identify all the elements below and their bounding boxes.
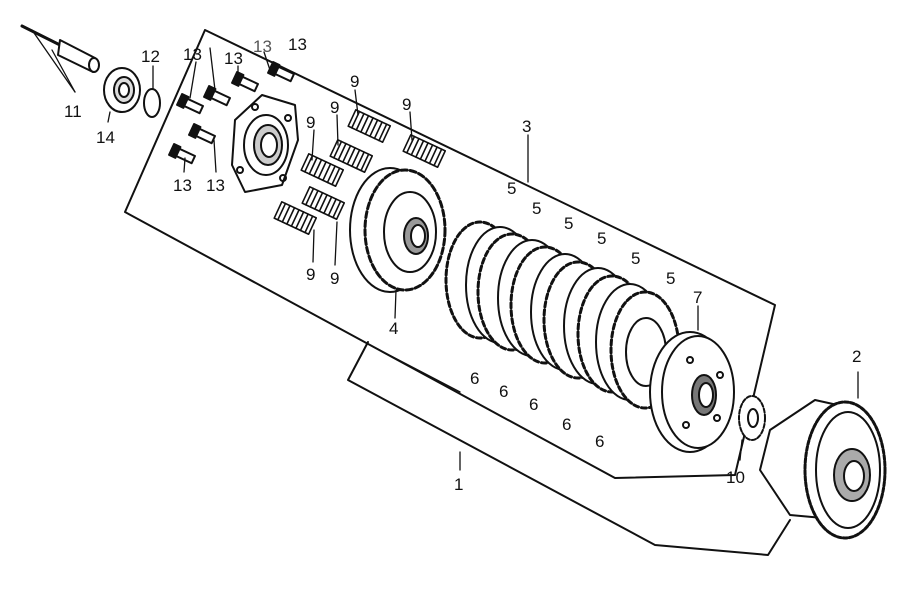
callout-7: 7 bbox=[693, 288, 702, 307]
clutch-center-hub-part bbox=[349, 167, 447, 293]
callout-13b: 13 bbox=[224, 49, 243, 68]
bracket-assembly-3 bbox=[124, 29, 776, 479]
callout-9d: 9 bbox=[306, 113, 315, 132]
pressure-disc-part bbox=[649, 331, 735, 453]
callout-13c: 13 bbox=[253, 37, 272, 56]
springs-part bbox=[273, 109, 447, 236]
lock-washer-part bbox=[738, 395, 766, 461]
callout-9e: 9 bbox=[306, 265, 315, 284]
callout-14: 14 bbox=[96, 128, 115, 147]
friction-plates-part bbox=[444, 220, 681, 410]
callout-6e: 6 bbox=[595, 432, 604, 451]
callout-13e: 13 bbox=[173, 176, 192, 195]
callout-5b: 5 bbox=[532, 199, 541, 218]
callout-5d: 5 bbox=[597, 229, 606, 248]
callout-12: 12 bbox=[141, 47, 160, 66]
callout-6d: 6 bbox=[562, 415, 571, 434]
bracket-assembly-1 bbox=[347, 341, 791, 556]
bearing-part bbox=[103, 67, 141, 123]
callout-3: 3 bbox=[522, 117, 531, 136]
leader-lines bbox=[183, 47, 699, 471]
push-rod-part bbox=[20, 24, 100, 93]
callout-5c: 5 bbox=[564, 214, 573, 233]
callout-5e: 5 bbox=[631, 249, 640, 268]
callout-13f: 13 bbox=[206, 176, 225, 195]
callout-6a: 6 bbox=[470, 369, 479, 388]
callout-6c: 6 bbox=[529, 395, 538, 414]
circlip-part bbox=[143, 65, 161, 118]
callout-9f: 9 bbox=[330, 269, 339, 288]
callout-10: 10 bbox=[726, 468, 745, 487]
callout-9c: 9 bbox=[330, 98, 339, 117]
callout-6b: 6 bbox=[499, 382, 508, 401]
callout-11: 11 bbox=[64, 102, 82, 121]
callout-13d: 13 bbox=[288, 35, 307, 54]
callout-5a: 5 bbox=[507, 179, 516, 198]
callout-9a: 9 bbox=[350, 72, 359, 91]
callout-2: 2 bbox=[852, 347, 861, 366]
callout-labels: 1 2 3 4 5 5 5 5 5 5 6 6 6 6 6 7 9 9 9 9 … bbox=[64, 35, 861, 494]
bolts-part bbox=[168, 61, 296, 165]
callout-1: 1 bbox=[454, 475, 463, 494]
callout-9b: 9 bbox=[402, 95, 411, 114]
callout-5f: 5 bbox=[666, 269, 675, 288]
clutch-housing-part bbox=[759, 371, 887, 540]
pressure-plate-part bbox=[231, 94, 299, 193]
callout-4: 4 bbox=[389, 319, 398, 338]
callout-13a: 13 bbox=[183, 45, 202, 64]
